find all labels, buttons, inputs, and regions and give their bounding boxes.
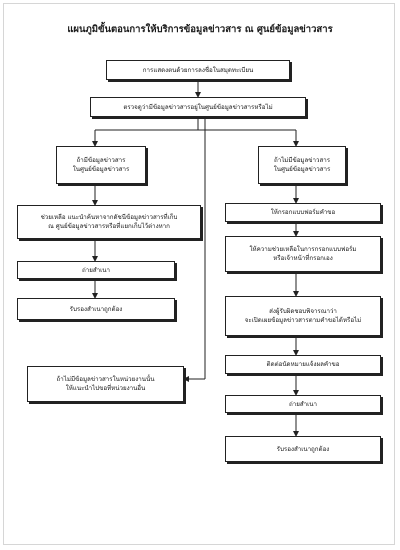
copy-left-box: ถ่ายสำเนา	[17, 261, 175, 279]
fill-form-label: ให้กรอกแบบฟอร์มคำขอ	[270, 209, 336, 216]
forward-box: ส่งผู้รับผิดชอบพิจารณาว่า จะเปิดเผยข้อมู…	[225, 296, 381, 336]
help-fill-line-1: ให้ความช่วยเหลือในการกรอกแบบฟอร์ม	[249, 246, 357, 253]
has-info-line-1: ถ้ามีข้อมูลข่าวสาร	[76, 157, 126, 164]
copy-right-label: ถ่ายสำเนา	[289, 400, 317, 408]
identity-label: การแสดงตนด้วยการลงชื่อในสมุดทะเบียน	[142, 66, 254, 74]
page-border	[3, 3, 395, 545]
chart-title: แผนภูมิขั้นตอนการให้บริการข้อมูลข่าวสาร …	[67, 24, 333, 35]
certify-right-box: รับรองสำเนาถูกต้อง	[225, 436, 381, 462]
certify-left-label: รับรองสำเนาถูกต้อง	[69, 305, 123, 313]
identity-box: การแสดงตนด้วยการลงชื่อในสมุดทะเบียน	[106, 60, 290, 80]
not-in-agency-line-1: ถ้าไม่มีข้อมูลข่าวสารในหน่วยงานนั้น	[56, 376, 155, 383]
no-info-line-1: ถ้าไม่มีข้อมูลข่าวสาร	[273, 157, 331, 164]
not-in-agency-line-2: ให้แนะนำไปขอที่หน่วยงานอื่น	[65, 385, 146, 392]
fill-form-box: ให้กรอกแบบฟอร์มคำขอ	[225, 203, 381, 222]
contact-label: ติดต่อนัดหมายแจ้งผลคำขอ	[266, 361, 340, 368]
help-fill-line-2: หรือเจ้าหน้าที่กรอกเอง	[273, 255, 333, 262]
certify-right-label: รับรองสำเนาถูกต้อง	[276, 445, 330, 453]
check-box: ตรวจดูว่ามีข้อมูลข่าวสารอยู่ในศูนย์ข้อมู…	[90, 97, 306, 117]
forward-line-1: ส่งผู้รับผิดชอบพิจารณาว่า	[269, 308, 337, 315]
certify-left-box: รับรองสำเนาถูกต้อง	[17, 298, 175, 320]
not-in-agency-box: ถ้าไม่มีข้อมูลข่าวสารในหน่วยงานนั้น ให้แ…	[27, 366, 184, 402]
no-info-box: ถ้าไม่มีข้อมูลข่าวสาร ในศูนย์ข้อมูลข่าวส…	[258, 146, 346, 184]
has-info-box: ถ้ามีข้อมูลข่าวสาร ในศูนย์ข้อมูลข่าวสาร	[56, 146, 146, 184]
help-search-box: ช่วยเหลือ แนะนำค้นหาจากดัชนีข้อมูลข่าวสา…	[17, 205, 201, 239]
no-info-line-2: ในศูนย์ข้อมูลข่าวสาร	[273, 166, 331, 173]
copy-left-label: ถ่ายสำเนา	[82, 266, 110, 274]
has-info-line-2: ในศูนย์ข้อมูลข่าวสาร	[72, 166, 130, 173]
forward-line-2: จะเปิดเผยข้อมูลข่าวสารตามคำขอได้หรือไม่	[244, 317, 362, 324]
check-label: ตรวจดูว่ามีข้อมูลข่าวสารอยู่ในศูนย์ข้อมู…	[123, 103, 273, 111]
help-search-line-1: ช่วยเหลือ แนะนำค้นหาจากดัชนีข้อมูลข่าวสา…	[40, 214, 178, 221]
copy-right-box: ถ่ายสำเนา	[225, 395, 381, 413]
help-fill-box: ให้ความช่วยเหลือในการกรอกแบบฟอร์ม หรือเจ…	[225, 236, 381, 272]
contact-box: ติดต่อนัดหมายแจ้งผลคำขอ	[225, 355, 381, 374]
help-search-line-2: ณ ศูนย์ข้อมูลข่าวสารหรือที่แยกเก็บไว้ต่า…	[48, 223, 170, 230]
